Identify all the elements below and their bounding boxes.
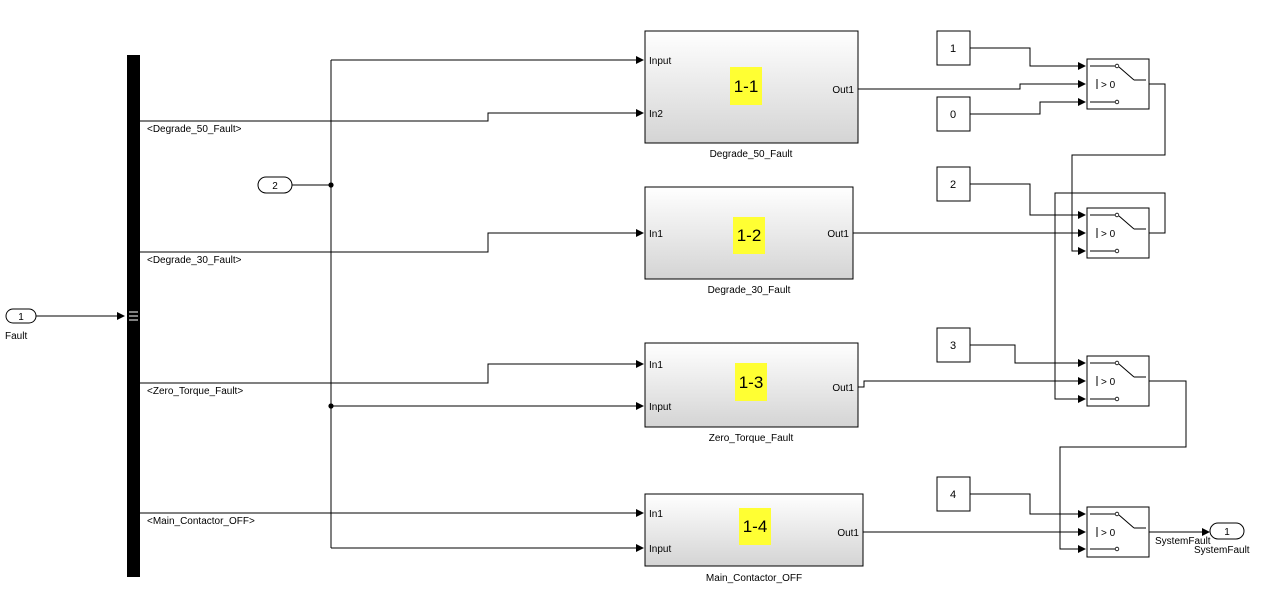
switch-block-3[interactable]: > 0	[1086, 355, 1150, 407]
inport-fault-number: 1	[18, 312, 24, 323]
subsystem-name: Degrade_50_Fault	[710, 149, 793, 160]
subsystem-tag: 1-4	[743, 517, 768, 536]
subsystem-tag: 1-1	[734, 77, 759, 96]
bus-signal-label: <Degrade_30_Fault>	[147, 255, 242, 266]
out-degrade50-line	[858, 80, 1086, 90]
subsystem-zero-torque-fault[interactable]: 1-3 In1 Input Out1	[644, 342, 859, 428]
bus-signal-label: <Zero_Torque_Fault>	[147, 386, 243, 397]
tag-highlight	[730, 67, 762, 105]
constant-value: 2	[950, 179, 956, 191]
inport-fault-name: Fault	[5, 331, 27, 342]
tag-highlight	[733, 217, 765, 254]
zerotorque-signal-line	[140, 360, 644, 384]
constant-block-3[interactable]: 3	[936, 327, 971, 363]
degrade50-signal-line	[140, 109, 644, 122]
subsystem-name: Degrade_30_Fault	[708, 285, 791, 296]
switch-criteria: > 0	[1101, 377, 1116, 388]
outport-name: SystemFault	[1194, 545, 1250, 556]
constant-block-1[interactable]: 1	[936, 30, 971, 66]
tag-highlight	[739, 508, 771, 545]
switch3-to-switch4-line	[1059, 380, 1187, 553]
constant-value: 0	[950, 109, 956, 121]
degrade30-signal-line	[140, 229, 644, 253]
const0-line	[970, 98, 1086, 115]
constant-value: 4	[950, 489, 956, 501]
port-label: In2	[649, 109, 663, 120]
subsystem-name: Zero_Torque_Fault	[709, 433, 794, 444]
switch-block-4[interactable]: > 0	[1086, 506, 1150, 558]
constant-value: 1	[950, 43, 956, 55]
switch2-to-switch3-line	[1054, 192, 1166, 403]
inport-2-number: 2	[272, 181, 278, 192]
inport-fault[interactable]: 1 Fault	[5, 308, 37, 342]
const3-line	[970, 344, 1086, 367]
inport-2[interactable]: 2	[257, 176, 293, 194]
outport-systemfault[interactable]: 1	[1209, 522, 1245, 540]
switch-criteria: > 0	[1101, 80, 1116, 91]
subsystem-tag: 1-3	[739, 373, 764, 392]
bus-selector[interactable]	[127, 55, 140, 577]
switch-block-1[interactable]: > 0	[1086, 58, 1150, 110]
subsystem-tag: 1-2	[737, 226, 762, 245]
const1-line	[970, 47, 1086, 70]
port-label: In1	[649, 509, 663, 520]
port-label: Out1	[827, 229, 849, 240]
switch-criteria: > 0	[1101, 229, 1116, 240]
port-label: Out1	[832, 383, 854, 394]
tag-highlight	[735, 363, 767, 401]
final-switch-out-label: SystemFault	[1155, 536, 1211, 547]
bus-signal-label: <Degrade_50_Fault>	[147, 124, 242, 135]
constant-block-0[interactable]: 0	[936, 96, 971, 132]
port-label: Out1	[832, 85, 854, 96]
outport-number: 1	[1224, 527, 1230, 538]
junction-dot	[328, 403, 334, 409]
out-zerotorque-line	[858, 377, 1086, 388]
const4-line	[970, 493, 1086, 518]
port-label: In1	[649, 360, 663, 371]
signal-lines	[36, 47, 1210, 553]
port-label: Input	[649, 402, 671, 413]
subsystem-degrade-30-fault[interactable]: 1-2 In1 Out1	[644, 186, 854, 280]
subsystem-main-contactor-off[interactable]: 1-4 In1 Input Out1	[644, 493, 864, 567]
port-label: Input	[649, 544, 671, 555]
switch-criteria: > 0	[1101, 528, 1116, 539]
constant-value: 3	[950, 340, 956, 352]
constant-block-2[interactable]: 2	[936, 166, 971, 202]
switch1-to-switch2-line	[1071, 83, 1166, 255]
subsystem-name: Main_Contactor_OFF	[706, 573, 802, 584]
bus-signal-label: <Main_Contactor_OFF>	[147, 516, 255, 527]
port-label: Out1	[837, 528, 859, 539]
const2-line	[970, 183, 1086, 219]
junction-dot	[328, 182, 334, 188]
port-label: In1	[649, 229, 663, 240]
constant-block-4[interactable]: 4	[936, 476, 971, 512]
switch-block-2[interactable]: > 0	[1086, 207, 1150, 259]
subsystem-degrade-50-fault[interactable]: 1-1 Input In2 Out1	[644, 30, 859, 144]
port-label: Input	[649, 56, 671, 67]
